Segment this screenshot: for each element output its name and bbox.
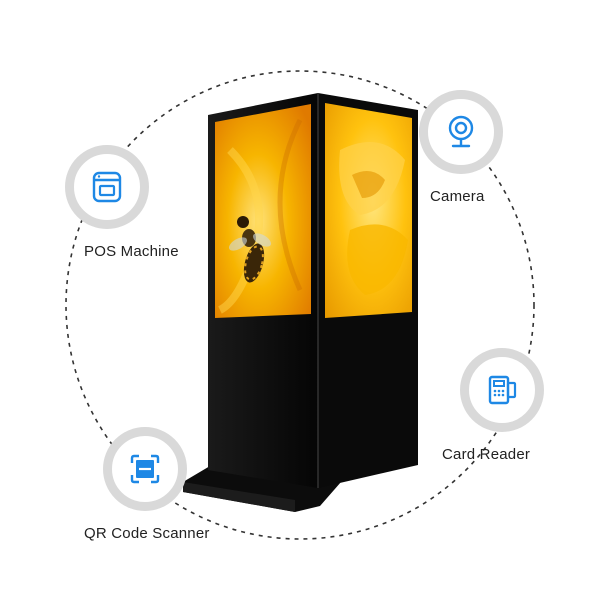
pos-machine-badge: [65, 145, 149, 229]
webcam-icon: [448, 115, 474, 148]
qr-scanner-label: QR Code Scanner: [84, 525, 210, 542]
camera-badge: [419, 90, 503, 174]
orbit-dashed-circle: [65, 70, 535, 540]
card-reader-icon: [488, 375, 517, 405]
pos-machine-label: POS Machine: [84, 243, 179, 260]
card-reader-badge: [460, 348, 544, 432]
camera-label: Camera: [430, 188, 485, 205]
qr-scanner-badge: [103, 427, 187, 511]
kiosk-base: [183, 466, 348, 512]
card-reader-label: Card Reader: [442, 446, 531, 463]
pos-machine-icon: [92, 171, 122, 203]
qr-scanner-icon: [130, 454, 160, 484]
bee-image: [228, 216, 272, 283]
